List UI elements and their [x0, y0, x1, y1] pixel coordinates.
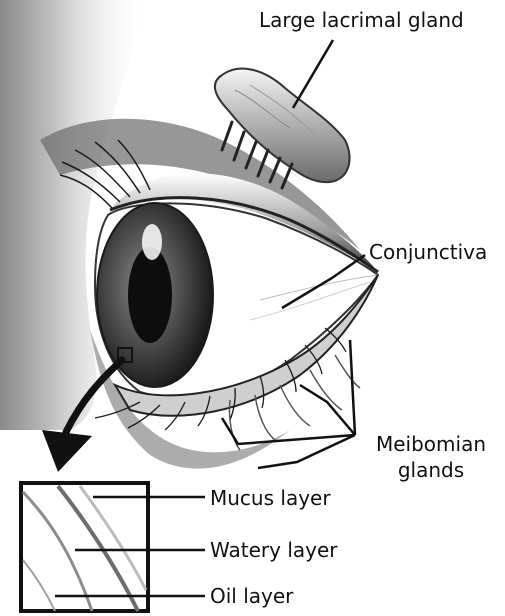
- tear-film-inset: [21, 483, 148, 611]
- iris: [97, 203, 213, 387]
- label-large-lacrimal-gland: Large lacrimal gland: [259, 8, 464, 32]
- pupil: [128, 247, 172, 343]
- label-meibomian-line2: glands: [362, 458, 500, 482]
- label-mucus-layer: Mucus layer: [210, 486, 331, 510]
- label-oil-layer: Oil layer: [210, 584, 293, 608]
- label-conjunctiva: Conjunctiva: [369, 240, 487, 264]
- eye-highlight: [142, 224, 162, 260]
- label-meibomian-line1: Meibomian: [362, 432, 500, 456]
- leader-lacrimal: [293, 40, 333, 108]
- label-watery-layer: Watery layer: [210, 538, 338, 562]
